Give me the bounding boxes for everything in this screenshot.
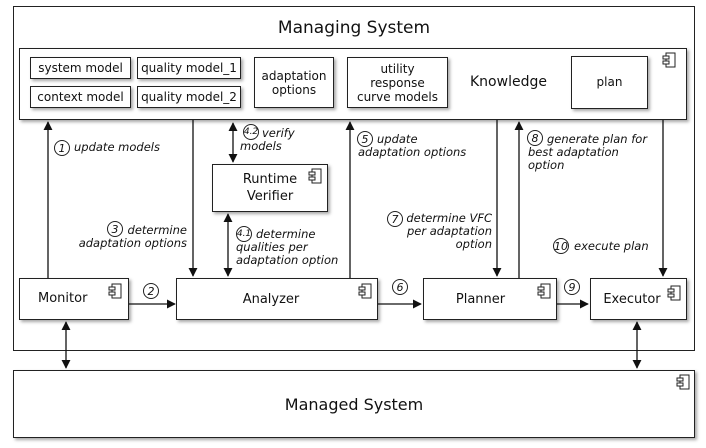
component-icon	[358, 283, 372, 299]
step-9-number: 9	[564, 279, 580, 295]
knowledge-label: Knowledge	[470, 74, 547, 90]
adaptation-options-box: adaptation options	[254, 57, 334, 108]
context-model-box: context model	[30, 86, 131, 108]
monitor-box	[19, 278, 129, 320]
component-icon	[308, 168, 322, 184]
planner-label: Planner	[455, 291, 506, 307]
step-4-2-label: verify models	[240, 126, 295, 153]
component-icon	[108, 283, 122, 299]
managing-system-title: Managing System	[277, 18, 431, 38]
planner-box	[423, 278, 557, 320]
quality-model-2-box: quality model_2	[137, 86, 241, 108]
component-icon	[676, 374, 690, 390]
utility-curves-box: utility response curve models	[347, 57, 448, 108]
step-6-number: 6	[392, 279, 408, 295]
step-4-1-label: determine qualities per adaptation optio…	[236, 227, 339, 267]
step-5-label: update adaptation options	[358, 132, 467, 159]
executor-label: Executor	[603, 291, 661, 307]
component-icon	[537, 283, 551, 299]
step-4-2-number: 4.2	[243, 124, 259, 140]
step-3-label: determine adaptation options	[78, 223, 187, 250]
step-7-label: determine VFC per adaptation option	[406, 211, 492, 251]
analyzer-box	[176, 278, 378, 320]
step-3-number: 3	[107, 221, 123, 237]
analyzer-label: Analyzer	[242, 291, 300, 307]
step-10-label: execute plan	[574, 239, 649, 253]
system-model-box: system model	[30, 57, 131, 79]
step-8-number: 8	[527, 130, 543, 146]
step-7-number: 7	[387, 211, 403, 227]
managed-system-box	[13, 370, 695, 438]
quality-model-1-box: quality model_1	[137, 57, 241, 79]
runtime-verifier-box: Runtime Verifier	[212, 164, 328, 212]
managed-system-title: Managed System	[284, 394, 424, 414]
step-1-number: 1	[54, 140, 70, 156]
step-8-label: generate plan for best adaptation option	[528, 132, 648, 172]
step-1-label: update models	[74, 140, 160, 154]
monitor-label: Monitor	[38, 291, 88, 306]
step-4-1-number: 4.1	[236, 226, 252, 242]
step-2-number: 2	[143, 283, 159, 299]
component-icon	[667, 285, 681, 301]
step-10-number: 10	[553, 238, 569, 254]
plan-box: plan	[571, 56, 648, 109]
step-5-number: 5	[357, 131, 373, 147]
component-icon	[662, 52, 676, 68]
